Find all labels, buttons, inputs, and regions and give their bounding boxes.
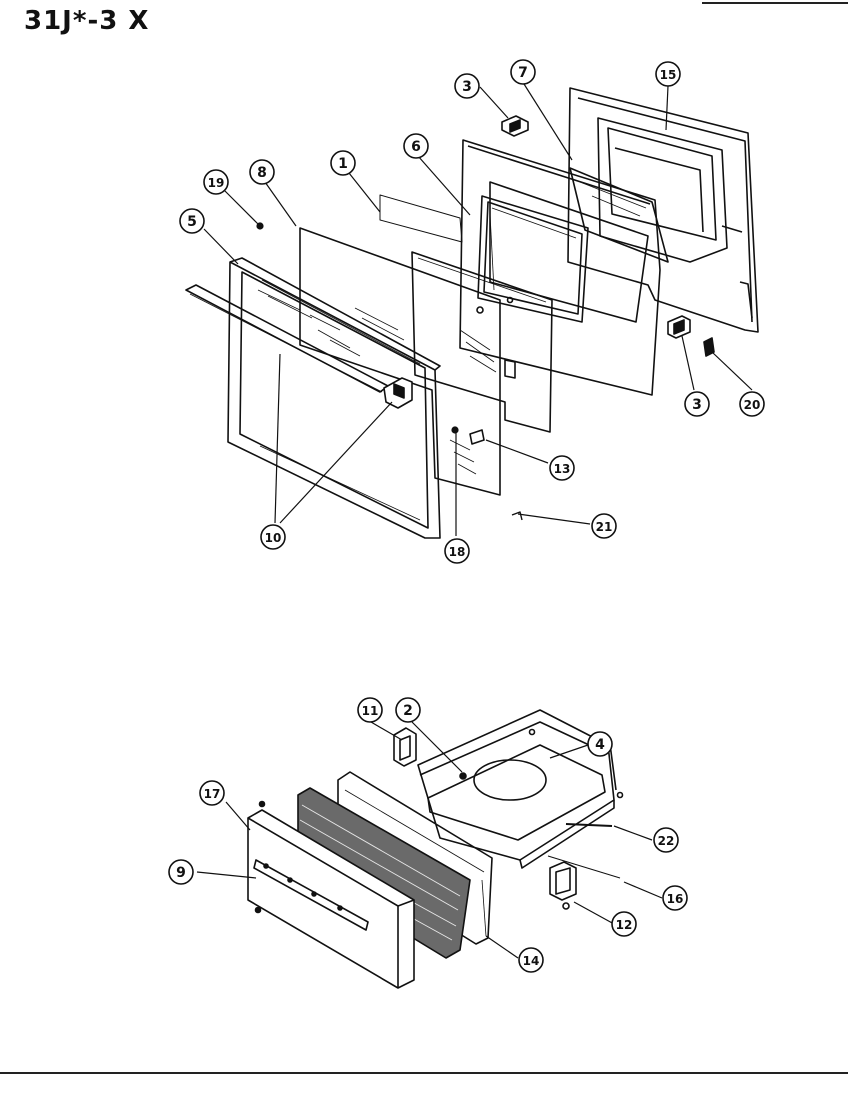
callout-c1: 1 bbox=[330, 150, 356, 176]
callout-circle bbox=[199, 780, 225, 806]
callout-circle bbox=[591, 513, 617, 539]
screw-18-part bbox=[451, 426, 459, 434]
callout-label: 5 bbox=[187, 214, 197, 230]
shield-panel-part bbox=[411, 251, 553, 433]
callout-circle bbox=[549, 455, 575, 481]
callout-label: 17 bbox=[204, 787, 221, 801]
callout-c7: 7 bbox=[510, 59, 536, 85]
callout-c22: 22 bbox=[653, 827, 679, 853]
loose-screw-part bbox=[511, 511, 523, 521]
door-inner-liner-part bbox=[567, 87, 759, 333]
door-handle-part bbox=[185, 284, 389, 393]
callout-circle bbox=[653, 827, 679, 853]
callout-c4: 4 bbox=[587, 731, 613, 757]
callout-circle bbox=[454, 73, 480, 99]
handle-bracket-part bbox=[383, 377, 413, 409]
callout-c17: 17 bbox=[199, 780, 225, 806]
callout-leader-lines bbox=[196, 83, 753, 959]
callout-circle bbox=[179, 208, 205, 234]
callout-c6: 6 bbox=[403, 133, 429, 159]
callout-c10: 10 bbox=[260, 524, 286, 550]
callout-circle bbox=[611, 911, 637, 937]
callout-c2: 2 bbox=[395, 697, 421, 723]
drawer-body-part bbox=[417, 709, 624, 869]
callout-c18: 18 bbox=[444, 538, 470, 564]
callout-c15: 15 bbox=[655, 61, 681, 87]
drawer-rail-part bbox=[565, 823, 613, 827]
footer-rule bbox=[0, 1072, 848, 1074]
callout-label: 3 bbox=[462, 79, 472, 95]
callout-c13: 13 bbox=[549, 455, 575, 481]
callout-label: 6 bbox=[411, 139, 421, 155]
callout-circle bbox=[330, 150, 356, 176]
callout-label: 22 bbox=[658, 834, 675, 848]
door-tab-part bbox=[469, 429, 485, 445]
outer-door-frame-part bbox=[227, 257, 441, 539]
callout-circle bbox=[260, 524, 286, 550]
callout-label: 13 bbox=[554, 462, 571, 476]
callout-circle bbox=[357, 697, 383, 723]
drawer-screw-part bbox=[459, 772, 467, 780]
callout-label: 2 bbox=[403, 703, 413, 719]
callout-label: 8 bbox=[257, 165, 267, 181]
callout-circle bbox=[655, 61, 681, 87]
screw-19-part bbox=[256, 222, 264, 230]
callout-label: 1 bbox=[338, 156, 348, 172]
callout-circle bbox=[739, 391, 765, 417]
callout-c21: 21 bbox=[591, 513, 617, 539]
outer-glass-part bbox=[299, 227, 501, 496]
door-panel-part bbox=[459, 139, 661, 396]
drawer-wire-part bbox=[547, 855, 621, 879]
callout-circle bbox=[684, 391, 710, 417]
callout-label: 15 bbox=[660, 68, 677, 82]
callout-circle bbox=[518, 947, 544, 973]
drawer-bracket-left-part bbox=[393, 727, 417, 767]
callout-label: 10 bbox=[265, 531, 282, 545]
callout-circle bbox=[249, 159, 275, 185]
callout-label: 9 bbox=[176, 865, 186, 881]
callout-label: 18 bbox=[449, 545, 466, 559]
hinge-clip-upper-part bbox=[501, 115, 529, 137]
callout-c19: 19 bbox=[203, 169, 229, 195]
callout-c14: 14 bbox=[518, 947, 544, 973]
callout-c3a: 3 bbox=[454, 73, 480, 99]
callout-c12: 12 bbox=[611, 911, 637, 937]
callout-c20: 20 bbox=[739, 391, 765, 417]
callout-label: 20 bbox=[744, 398, 761, 412]
callout-c9: 9 bbox=[168, 859, 194, 885]
callout-circle bbox=[587, 731, 613, 757]
callout-label: 3 bbox=[692, 397, 702, 413]
callout-label: 21 bbox=[596, 520, 613, 534]
callout-circle bbox=[510, 59, 536, 85]
drawer-front-panel-part bbox=[247, 800, 415, 989]
callout-label: 14 bbox=[523, 954, 540, 968]
callout-label: 4 bbox=[595, 737, 605, 753]
callout-label: 11 bbox=[362, 704, 379, 718]
callout-c3b: 3 bbox=[684, 391, 710, 417]
small-clip-part bbox=[703, 337, 715, 357]
callout-c5: 5 bbox=[179, 208, 205, 234]
drawer-bracket-right-part bbox=[549, 861, 577, 910]
callout-label: 19 bbox=[208, 176, 225, 190]
model-number-title: 31J*-3 X bbox=[24, 6, 150, 36]
callout-circle bbox=[395, 697, 421, 723]
hinge-clip-lower-part bbox=[667, 315, 691, 339]
callout-c8: 8 bbox=[249, 159, 275, 185]
callout-c16: 16 bbox=[662, 885, 688, 911]
callout-circle bbox=[203, 169, 229, 195]
callout-circle bbox=[444, 538, 470, 564]
callout-circle bbox=[168, 859, 194, 885]
callout-label: 12 bbox=[616, 918, 633, 932]
callout-c11: 11 bbox=[357, 697, 383, 723]
insulation-sheet-part bbox=[379, 194, 463, 243]
callout-circle bbox=[662, 885, 688, 911]
header-rule bbox=[702, 2, 848, 4]
callout-label: 16 bbox=[667, 892, 684, 906]
callout-label: 7 bbox=[518, 65, 528, 81]
callout-circle bbox=[403, 133, 429, 159]
